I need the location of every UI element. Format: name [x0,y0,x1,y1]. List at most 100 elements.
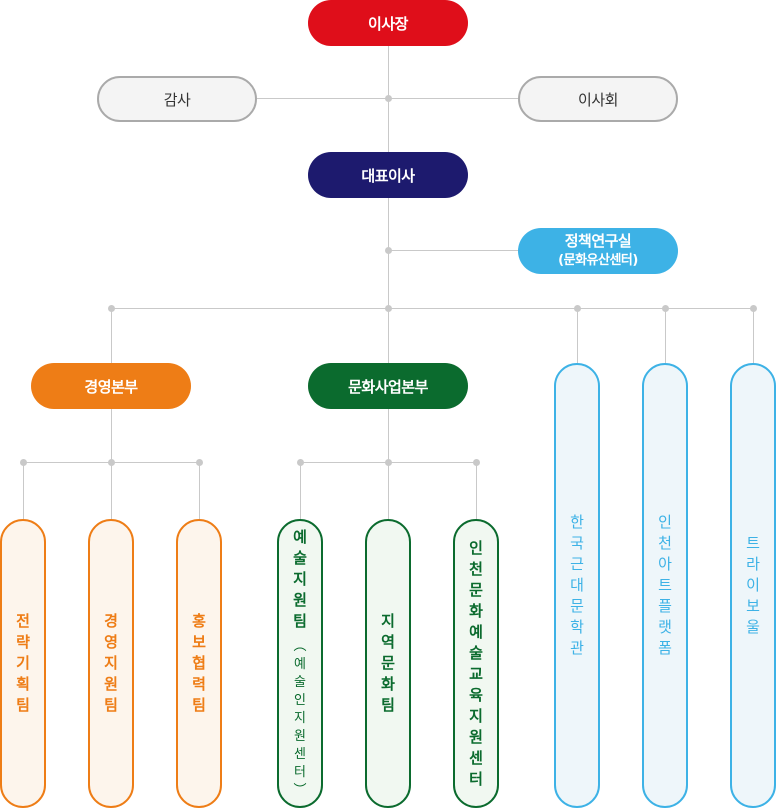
label-char: 술 [294,675,306,690]
label-char: 지 [293,570,307,588]
junction-dot [297,459,304,466]
management-division-label: 경영본부 [84,377,138,396]
auditor-label: 감사 [163,90,191,109]
label-char: ︶ [293,783,307,798]
chairman-node: 이사장 [308,0,468,46]
research-subtitle: (문화유산센터) [558,253,638,268]
junction-dot [662,305,669,312]
label-char: 천 [469,559,483,578]
management-division-node: 경영본부 [31,363,191,409]
junction-dot [473,459,480,466]
label-char: 화 [469,601,483,620]
label-char: 예 [469,622,483,641]
culture-division-label: 문화사업본부 [348,377,428,396]
label-char: 국 [570,534,584,552]
label-char: 폼 [658,639,672,657]
label-char: 협 [192,654,206,672]
label-char: 울 [746,618,760,636]
label-char: 홍 [192,612,206,630]
junction-dot [20,459,27,466]
label-char: 문 [469,580,483,599]
label-char: 터 [294,765,306,780]
junction-dot [385,305,392,312]
label-char: 예 [294,657,306,672]
label-char: 보 [746,597,760,615]
label-char: 팀 [104,696,118,714]
label-char: 교 [469,664,483,683]
ceo-label: 대표이사 [361,166,415,185]
junction-dot [750,305,757,312]
label-char: 센 [469,748,483,767]
label-char: 터 [469,769,483,788]
label-char: 원 [469,727,483,746]
label-char: 아 [658,555,672,573]
connector-management-down [111,308,112,365]
label-char: 원 [104,675,118,693]
connector-culture-team1-down [300,462,301,521]
label-char: 기 [16,654,30,672]
label-char: 팀 [293,612,307,630]
label-char: 라 [746,555,760,573]
label-char: 랫 [658,618,672,636]
label-char: 학 [570,618,584,636]
junction-dot [108,459,115,466]
label-char: 센 [294,747,306,762]
label-char: 트 [746,534,760,552]
label-char: 팀 [381,696,395,714]
connector-mgmt-team1-down [23,462,24,521]
label-char: 인 [469,538,483,557]
label-char: 력 [192,675,206,693]
label-char: 원 [294,729,306,744]
label-char: 지 [294,711,306,726]
connector-mgmt-team3-down [199,462,200,521]
junction-dot [108,305,115,312]
label-char: 역 [381,633,395,651]
ceo-node: 대표이사 [308,152,468,198]
label-char: 한 [570,513,584,531]
board-label: 이사회 [578,90,618,109]
label-char: 인 [658,513,672,531]
connector-facility3-down [753,308,754,365]
label-char: 술 [469,643,483,662]
connector-research-horizontal [388,250,519,251]
junction-dot [574,305,581,312]
board-node: 이사회 [518,76,678,122]
label-char: 관 [570,639,584,657]
connector-facility1-down [577,308,578,365]
label-char: 술 [293,549,307,567]
junction-dot [385,247,392,254]
label-char: 획 [16,675,30,693]
label-char: 지 [104,654,118,672]
label-char: 천 [658,534,672,552]
label-char: 경 [104,612,118,630]
label-char: 근 [570,555,584,573]
label-char: ︵ [293,639,307,654]
connector-main-vertical [388,45,389,365]
label-char: 지 [381,612,395,630]
label-char: 화 [381,675,395,693]
label-char: 팀 [16,696,30,714]
label-char: 대 [570,576,584,594]
research-title: 정책연구실 [564,232,632,250]
research-node: 정책연구실 (문화유산센터) [518,228,678,274]
label-char: 육 [469,685,483,704]
junction-dot [385,95,392,102]
culture-division-node: 문화사업본부 [308,363,468,409]
label-char: 원 [293,591,307,609]
label-char: 보 [192,633,206,651]
label-char: 예 [293,528,307,546]
junction-dot [196,459,203,466]
label-char: 인 [294,693,306,708]
